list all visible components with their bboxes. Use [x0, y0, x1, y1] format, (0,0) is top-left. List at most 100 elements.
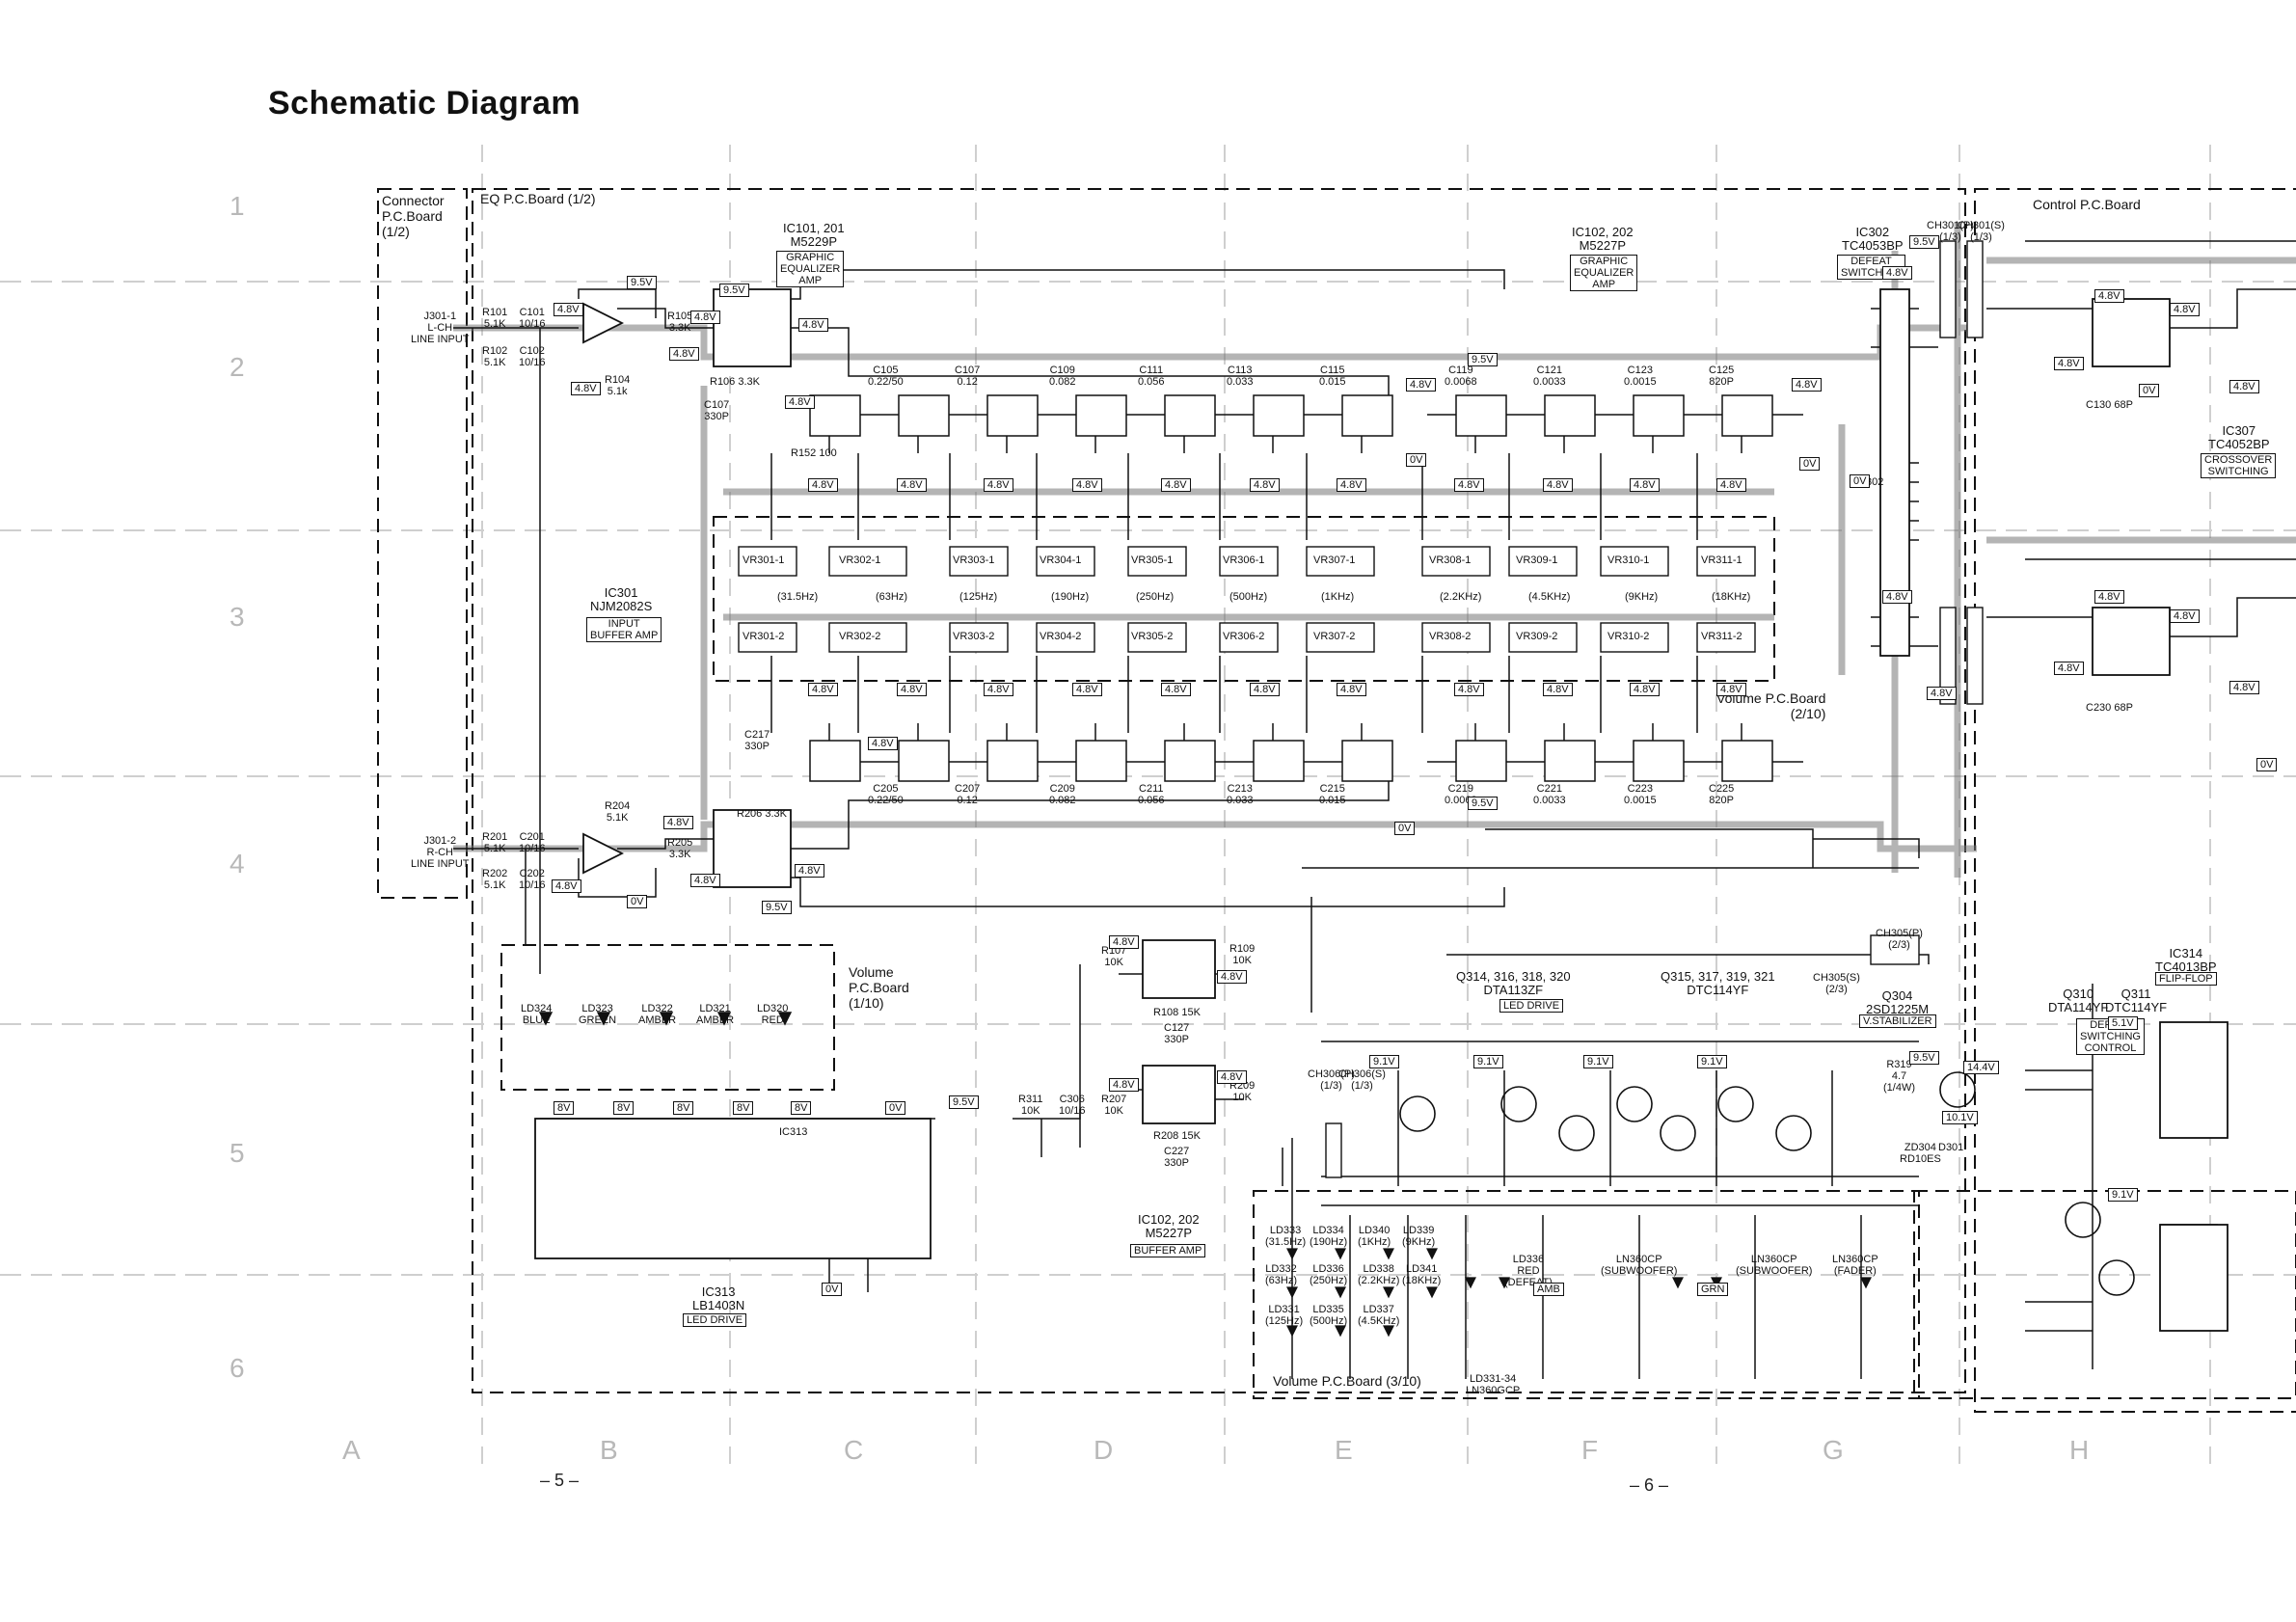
voltage-box: 9.1V	[1697, 1055, 1727, 1068]
vr-label: VR304-2	[1040, 631, 1082, 642]
voltage-box: 4.8V	[1543, 683, 1573, 696]
led-label: LD335 (500Hz)	[1310, 1304, 1348, 1327]
col-label-b: B	[600, 1435, 618, 1465]
ch306p-label: CH306(P) (1/3)	[1308, 1068, 1355, 1092]
q-led2-name: Q315, 317, 319, 321 DTC114YF	[1661, 969, 1775, 997]
led-label: LD331 (125Hz)	[1265, 1304, 1304, 1327]
page-number-right: – 6 –	[1630, 1475, 1669, 1495]
voltage-box: 4.8V	[984, 683, 1013, 696]
page-number-left: – 5 –	[540, 1471, 580, 1490]
band-label: (250Hz)	[1136, 591, 1175, 603]
ch301s-label: CH301(S) (1/3)	[1958, 220, 2005, 243]
grid-lines	[0, 145, 2296, 1475]
page-title: Schematic Diagram	[268, 85, 581, 122]
resistor-label: R207 10K	[1101, 1094, 1127, 1117]
ic102b-name: IC102, 202 M5227P	[1138, 1212, 1200, 1240]
control-board-label: Control P.C.Board	[2033, 197, 2141, 212]
vr-label: VR310-1	[1607, 554, 1650, 566]
q304-name: Q304 2SD1225M	[1866, 988, 1930, 1016]
lch-input-label: J301-1 L-CH LINE INPUT	[411, 311, 470, 345]
cap-label: C209 0.082	[1049, 783, 1076, 806]
vr-label: VR305-2	[1131, 631, 1174, 642]
ic101-name: IC101, 201 M5229P	[783, 221, 845, 249]
grn-label: GRN	[1697, 1283, 1729, 1296]
cap-label: C121 0.0033	[1533, 365, 1566, 388]
led-label: LD334 (190Hz)	[1310, 1225, 1348, 1248]
cap-label: C201 10/16	[519, 831, 546, 854]
volume-board-3-right-outline	[1913, 1190, 2296, 1399]
resistor-label: R108 15K	[1153, 1007, 1201, 1018]
voltage-box: 4.8V	[2094, 289, 2124, 303]
voltage-box: 0V	[822, 1283, 843, 1296]
vr-label: VR303-1	[953, 554, 995, 566]
ic314-func: FLIP-FLOP	[2155, 972, 2217, 986]
vr-label: VR308-1	[1429, 554, 1472, 566]
voltage-box: 4.8V	[571, 382, 601, 395]
vr-label: VR301-1	[743, 554, 785, 566]
led-label: LD338 (2.2KHz)	[1358, 1263, 1400, 1286]
ic313-inner-label: IC313	[779, 1126, 808, 1138]
voltage-box: 4.8V	[1109, 935, 1139, 949]
led-label: LN360CP (FADER)	[1832, 1254, 1878, 1277]
voltage-box: 9.5V	[1468, 797, 1498, 810]
ic314-block-2	[2159, 1224, 2228, 1332]
volume-board-3-outline	[1253, 1190, 1920, 1399]
vr-label: VR304-1	[1040, 554, 1082, 566]
ic101-func: GRAPHIC EQUALIZER AMP	[776, 251, 845, 287]
cap-label: C115 0.015	[1319, 365, 1346, 388]
ic102-buffer-block-2	[1142, 1065, 1216, 1124]
voltage-box: 4.8V	[1217, 1070, 1247, 1084]
voltage-box: 9.5V	[949, 1095, 979, 1109]
volume-board-1-outline	[500, 944, 835, 1091]
voltage-box: 9.5V	[1468, 353, 1498, 366]
cap-label: C202 10/16	[519, 868, 546, 891]
col-label-h: H	[2069, 1435, 2090, 1465]
band-label: (63Hz)	[876, 591, 908, 603]
connector-pins	[1325, 240, 1984, 1178]
vr-boxes	[738, 546, 1756, 653]
voltage-box: 8V	[613, 1101, 635, 1115]
ic314-name: IC314 TC4013BP	[2155, 946, 2217, 974]
led-label: LD333 (31.5Hz)	[1265, 1225, 1307, 1248]
vr-label: VR307-1	[1313, 554, 1356, 566]
col-label-c: C	[844, 1435, 864, 1465]
voltage-box: 9.1V	[1583, 1055, 1613, 1068]
band-label: (18KHz)	[1712, 591, 1751, 603]
resistor-label: R105 3.3K	[667, 311, 693, 334]
voltage-box: 9.5V	[719, 284, 749, 297]
ic313-func: LED DRIVE	[683, 1313, 747, 1327]
ic307-name: IC307 TC4052BP	[2208, 423, 2270, 451]
voltage-box: 4.8V	[2054, 357, 2084, 370]
led-label: LD323 GREEN	[579, 1003, 617, 1026]
cap-label: C227 330P	[1164, 1146, 1190, 1169]
voltage-box: 4.8V	[1406, 378, 1436, 392]
led-label: LN360CP (SUBWOOFER)	[1601, 1254, 1678, 1277]
voltage-box: 4.8V	[1217, 970, 1247, 984]
resistor-label: R104 5.1k	[605, 374, 631, 397]
cap-label: C111 0.056	[1138, 365, 1165, 388]
voltage-box: 9.5V	[1909, 235, 1939, 249]
q-led-name: Q314, 316, 318, 320 DTA113ZF	[1456, 969, 1571, 997]
q310-name: Q310 DTA114YF	[2048, 987, 2109, 1014]
voltage-box: 4.8V	[663, 816, 693, 829]
ic201-block	[713, 809, 792, 888]
voltage-box: 9.1V	[2108, 1188, 2138, 1202]
band-label: (500Hz)	[1229, 591, 1268, 603]
band-label: (9KHz)	[1625, 591, 1659, 603]
vr-label: VR309-2	[1516, 631, 1558, 642]
ic313-block	[534, 1118, 932, 1259]
vr-label: VR308-2	[1429, 631, 1472, 642]
q311-name: Q311 DTC114YF	[2105, 987, 2168, 1014]
ic303b-block	[2092, 607, 2171, 676]
resistor-label: R109 10K	[1229, 943, 1256, 966]
voltage-box: 4.8V	[808, 478, 838, 492]
voltage-box: 4.8V	[1927, 687, 1957, 700]
row-label-1: 1	[230, 191, 245, 221]
band-label: (125Hz)	[959, 591, 998, 603]
voltage-box: 4.8V	[669, 347, 699, 361]
vr-label: VR303-2	[953, 631, 995, 642]
row-label-4: 4	[230, 849, 245, 879]
voltage-box: 14.4V	[1963, 1061, 1999, 1074]
cap-label: C102 10/16	[519, 345, 546, 368]
voltage-box: 4.8V	[1716, 683, 1746, 696]
